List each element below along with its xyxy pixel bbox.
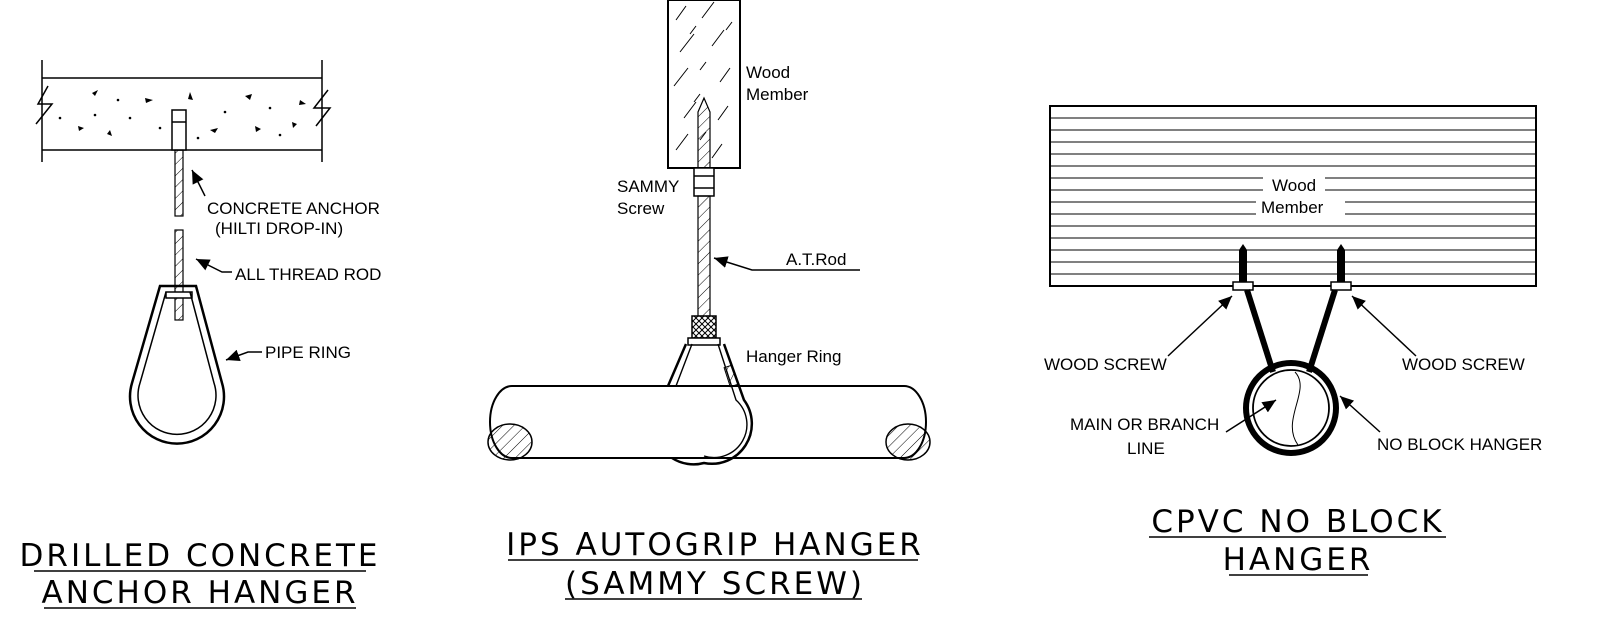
label-all-thread-rod: ALL THREAD ROD [235, 265, 381, 284]
title-line-2: HANGER [1223, 542, 1374, 578]
sammy-screw-icon [693, 96, 715, 197]
label-concrete-anchor: CONCRETE ANCHOR [207, 199, 380, 218]
title-line-2: ANCHOR HANGER [41, 575, 358, 611]
label-at-rod: A.T.Rod [786, 250, 846, 269]
concrete-slab [35, 60, 332, 162]
wood-joist-icon [1049, 105, 1537, 287]
label-line: LINE [1127, 439, 1165, 458]
all-thread-rod-icon [165, 229, 193, 321]
label-wood-screw-right: WOOD SCREW [1402, 355, 1525, 374]
main-branch-pipe-icon [1252, 369, 1330, 447]
pipe-ring-icon [128, 284, 226, 445]
label-no-block-hanger: NO BLOCK HANGER [1377, 435, 1542, 454]
label-hilti-drop-in: (HILTI DROP-IN) [215, 219, 343, 238]
panel-concrete-anchor: CONCRETE ANCHOR (HILTI DROP-IN) ALL THRE… [20, 60, 381, 611]
label-screw: Screw [617, 199, 665, 218]
left-wood-screw-icon [1232, 244, 1254, 291]
at-rod-icon [687, 195, 721, 346]
label-member: Member [746, 85, 809, 104]
label-wood-screw-left: WOOD SCREW [1044, 355, 1167, 374]
right-wood-screw-icon [1330, 244, 1352, 291]
no-block-hanger-icon [1243, 289, 1339, 456]
label-hanger-ring: Hanger Ring [746, 347, 841, 366]
title-line-1: CPVC NO BLOCK [1151, 504, 1444, 540]
label-wood: Wood [1272, 176, 1316, 195]
title-line-1: IPS AUTOGRIP HANGER [506, 527, 924, 563]
label-wood: Wood [746, 63, 790, 82]
title-line-1: DRILLED CONCRETE [20, 538, 381, 574]
panel-cpvc-no-block: Wood Member WOOD SCREW WOOD SCREW MAIN O… [1044, 105, 1542, 578]
concrete-anchor-icon [171, 109, 187, 217]
label-pipe-ring: PIPE RING [265, 343, 351, 362]
label-member: Member [1261, 198, 1324, 217]
label-main-or-branch: MAIN OR BRANCH [1070, 415, 1219, 434]
label-sammy: SAMMY [617, 177, 679, 196]
pipe-icon [487, 385, 931, 461]
hanger-ring-icon [666, 343, 754, 466]
title-line-2: (SAMMY SCREW) [565, 566, 865, 602]
panel-ips-autogrip: Wood Member SAMMY Screw A.T.Rod Hanger R… [487, 0, 931, 602]
